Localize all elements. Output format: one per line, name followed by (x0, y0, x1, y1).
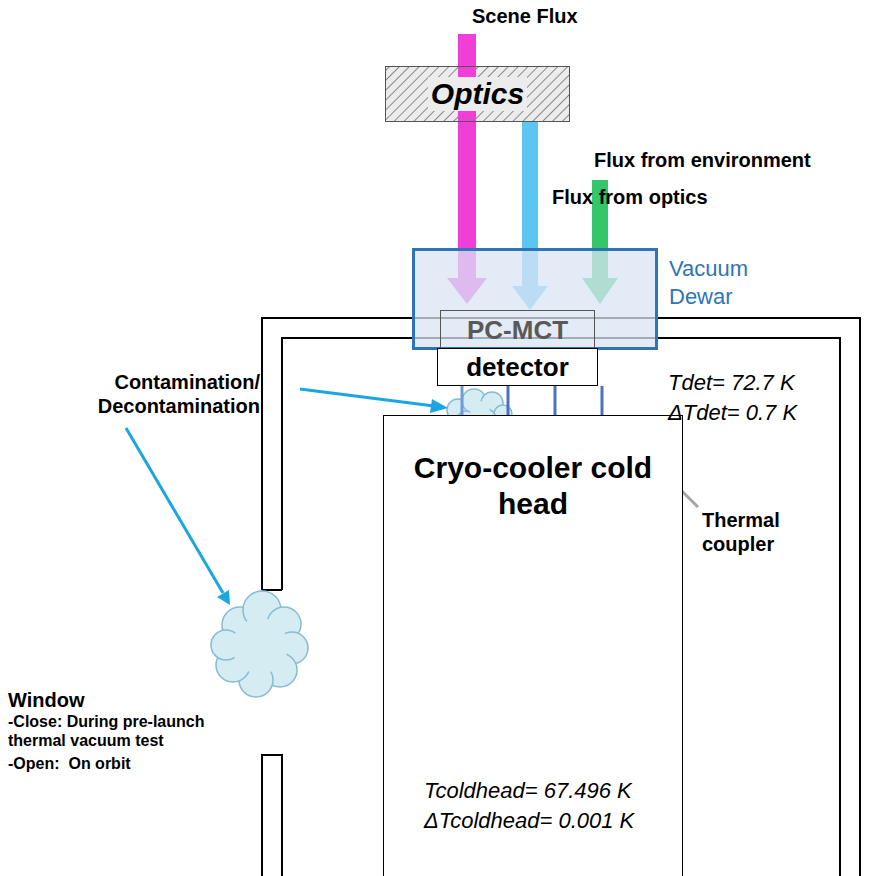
node-text: ΔTcoldhead= 0.001 K (424, 808, 674, 834)
temperature-label: Tdet= 72.7 K (668, 370, 828, 396)
thermal-coupler-line (462, 386, 463, 415)
window-label: Window (8, 688, 248, 712)
node-text: Tcoldhead= 67.496 K (424, 778, 674, 804)
thermal-coupler-line (602, 386, 603, 415)
cold-head-box: Cryo-cooler cold headTcoldhead= 67.496 K… (383, 415, 683, 876)
callout-label: Thermal coupler (702, 508, 822, 556)
contamination-cloud (211, 591, 308, 697)
detector-element-box: PC-MCT (440, 310, 595, 350)
flux-label: Scene Flux (472, 4, 632, 28)
node-text: detector (466, 352, 569, 383)
window-note: -Close: During pre-launch thermal vacuum… (8, 712, 243, 750)
flux-label: Flux from environment (594, 148, 874, 172)
detector-box: detector (437, 348, 598, 386)
flux-label: Flux from optics (552, 185, 752, 209)
node-text: Cryo-cooler cold head (394, 450, 672, 522)
optics-hatch (385, 66, 570, 122)
node-text: PC-MCT (467, 315, 568, 346)
thermal-coupler-line (555, 386, 556, 415)
node-text: Optics (428, 77, 527, 111)
vacuum-dewar-region: Vacuum DewarPC-MCT (412, 248, 658, 350)
temperature-label: ΔTdet= 0.7 K (668, 400, 828, 426)
node-text: Vacuum Dewar (669, 255, 779, 310)
callout-label: Contamination/ Decontamination (8, 370, 260, 418)
thermal-coupler-line (508, 386, 509, 415)
optics-box: Optics (385, 66, 570, 122)
window-note: -Open: On orbit (8, 754, 243, 773)
